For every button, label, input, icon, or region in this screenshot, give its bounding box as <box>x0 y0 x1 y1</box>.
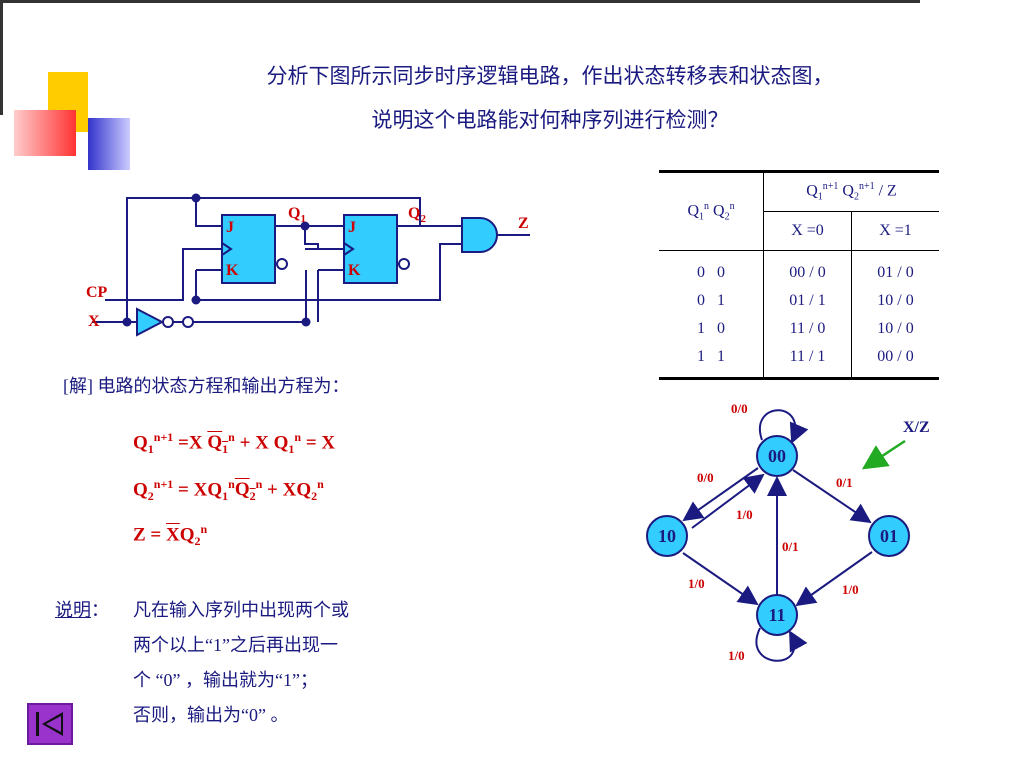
deco-red-square <box>14 110 76 156</box>
z-label: Z <box>518 215 529 232</box>
row-state: 1 1 <box>659 343 764 380</box>
x-label: X <box>88 313 100 330</box>
equation-q1: Q1n+1 =X Q1n + X Q1n = X <box>133 430 336 457</box>
state-node-00 <box>756 435 798 477</box>
ff1-k-label: K <box>226 262 239 279</box>
edge-00-to-01 <box>792 469 872 524</box>
row-state: 0 1 <box>659 287 764 315</box>
ff1-q-label: Q1 <box>288 205 306 226</box>
row-state: 0 0 <box>659 250 764 287</box>
edge-label-00-to-10: 0/0 <box>697 470 714 485</box>
row-x1: 01 / 0 <box>877 264 914 281</box>
state-label-01: 01 <box>880 526 898 546</box>
state-label-10: 10 <box>658 526 676 546</box>
note-line-3: 个 “0” ，输出就为“1”； <box>133 670 318 690</box>
cp-label: CP <box>86 284 108 301</box>
solution-label: [解] 电路的状态方程和输出方程为： <box>63 376 350 396</box>
table-row: 1 0 11 / 0 10 / 0 <box>659 315 939 343</box>
table-row: 0 0 00 / 0 01 / 0 <box>659 250 939 287</box>
state-node-10 <box>646 515 688 557</box>
equation-q2: Q2n+1 = XQ1nQ2n + XQ2n <box>133 477 324 504</box>
row-x1: 10 / 0 <box>877 320 914 337</box>
equation-z: Z = XQ2n <box>133 522 208 549</box>
state-label-11: 11 <box>768 605 786 625</box>
title-line-1: 分析下图所示同步时序逻辑电路，作出状态转移表和状态图， <box>266 64 834 88</box>
edge-01-to-11 <box>795 551 873 607</box>
ff2-q-label: Q2 <box>408 205 426 226</box>
state-node-11 <box>756 594 798 636</box>
next-state-header: Q1n+1 Q2n+1 / Z <box>763 170 939 212</box>
state-transition-table: Q1n Q2n Q1n+1 Q2n+1 / Z X =0 X =1 0 0 00… <box>659 170 939 380</box>
note-label: 说明 <box>55 600 91 620</box>
deco-horizontal-rule <box>0 0 920 3</box>
row-x1: 00 / 0 <box>851 343 939 380</box>
edge-00-self <box>759 409 809 444</box>
edge-11-self <box>755 627 808 662</box>
note-colon: ： <box>91 600 109 620</box>
edge-label-00-to-01: 0/1 <box>836 475 853 490</box>
first-slide-button[interactable] <box>27 703 73 745</box>
note-line-1: 凡在输入序列中出现两个或 <box>133 600 349 620</box>
note-line-2: 两个以上“1”之后再出现一 <box>133 635 338 655</box>
row-x0: 11 / 1 <box>763 343 852 380</box>
col-header-x0: X =0 <box>763 211 852 251</box>
col-header-x1: X =1 <box>851 211 939 251</box>
note-line-4: 否则，输出为“0” 。 <box>133 705 289 725</box>
table-row: 0 1 01 / 1 10 / 0 <box>659 287 939 315</box>
edge-label-01-to-11: 1/0 <box>842 582 859 597</box>
state-node-01 <box>868 515 910 557</box>
edge-label-10-to-11: 1/0 <box>688 576 705 591</box>
legend-label: X/Z <box>903 419 930 436</box>
table-row: 1 1 11 / 1 00 / 0 <box>659 343 939 380</box>
edge-10-to-11 <box>682 552 759 606</box>
row-x0: 00 / 0 <box>763 250 852 287</box>
edge-label-10-to-00: 1/0 <box>736 507 753 522</box>
edge-10-to-00 <box>691 473 765 529</box>
ff2-k-label: K <box>348 262 361 279</box>
row-x0: 11 / 0 <box>763 315 852 343</box>
present-state-header: Q1n Q2n <box>659 170 764 251</box>
row-state: 1 0 <box>659 315 764 343</box>
deco-blue-square <box>88 118 130 170</box>
state-label-00: 00 <box>768 446 786 466</box>
ff2-j-label: J <box>348 219 356 236</box>
skip-back-icon <box>36 712 63 736</box>
title-line-2: 说明这个电路能对何种序列进行检测？ <box>371 108 729 132</box>
edge-label-00-self: 0/0 <box>731 401 748 416</box>
legend-arrow <box>861 439 906 470</box>
edge-label-11-to-00: 0/1 <box>782 539 799 554</box>
state-diagram <box>646 409 910 662</box>
note-lines: 凡在输入序列中出现两个或 两个以上“1”之后再出现一 个 “0” ，输出就为“1… <box>133 593 349 733</box>
row-x0: 01 / 1 <box>763 287 852 315</box>
ff1-j-label: J <box>226 219 234 236</box>
deco-vertical-rule <box>0 3 3 115</box>
note-block: 说明： <box>55 593 109 628</box>
edge-label-11-self: 1/0 <box>728 648 745 663</box>
row-x1: 10 / 0 <box>877 292 914 309</box>
circuit-diagram <box>92 193 530 337</box>
